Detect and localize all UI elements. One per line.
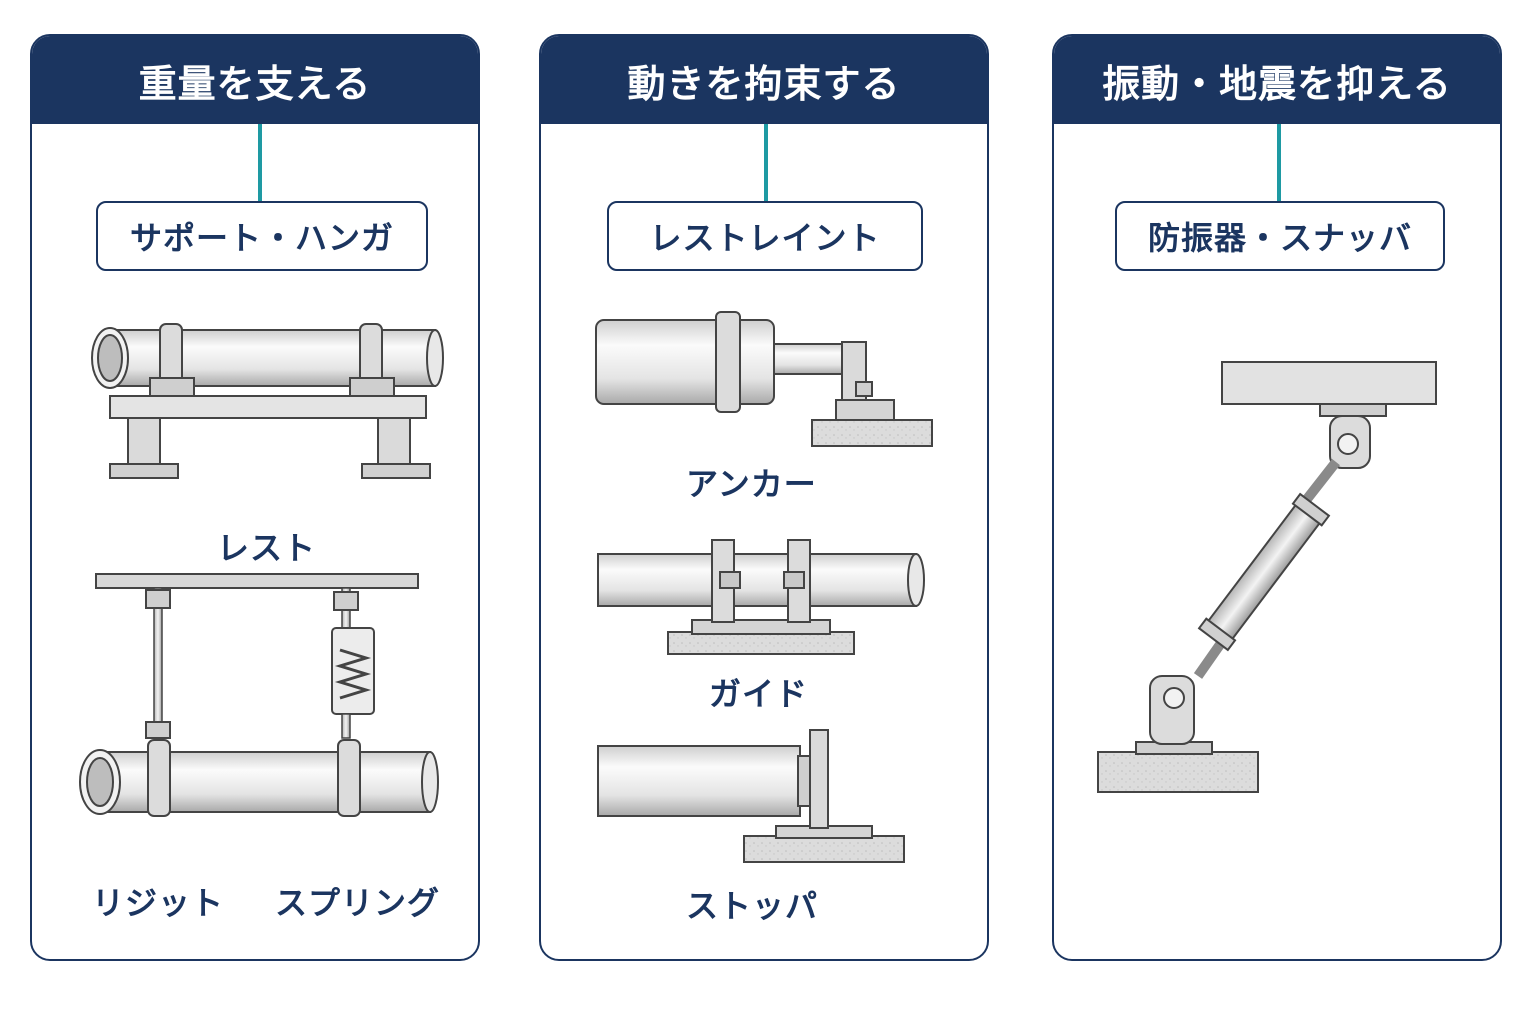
item-label-spring: スプリング [275,884,441,922]
item-label-rest: レスト [217,529,317,567]
connector-line [764,124,768,232]
panel-header: 振動・地震を抑える [1054,36,1500,124]
rest-illustration [91,323,444,479]
snubber-illustration [1097,361,1437,793]
connector-line [1277,124,1281,232]
panel-header: 動きを拘束する [541,36,987,124]
hanger-illustration [79,573,439,817]
category-tag: サポート・ハンガ [96,201,428,271]
stopper-illustration [597,729,905,863]
item-label-rigid: リジット [92,884,225,922]
category-tag: 防振器・スナッバ [1115,201,1445,271]
item-label-anchor: アンカー [686,465,817,503]
anchor-illustration [595,311,933,447]
category-tag: レストレイント [607,201,923,271]
item-label-stopper: ストッパ [686,887,819,925]
guide-illustration [597,539,925,655]
panel-snubber: 振動・地震を抑える 防振器・スナッバ [1052,34,1502,961]
panel-header: 重量を支える [32,36,478,124]
connector-line [258,124,262,232]
item-label-guide: ガイド [709,675,809,713]
